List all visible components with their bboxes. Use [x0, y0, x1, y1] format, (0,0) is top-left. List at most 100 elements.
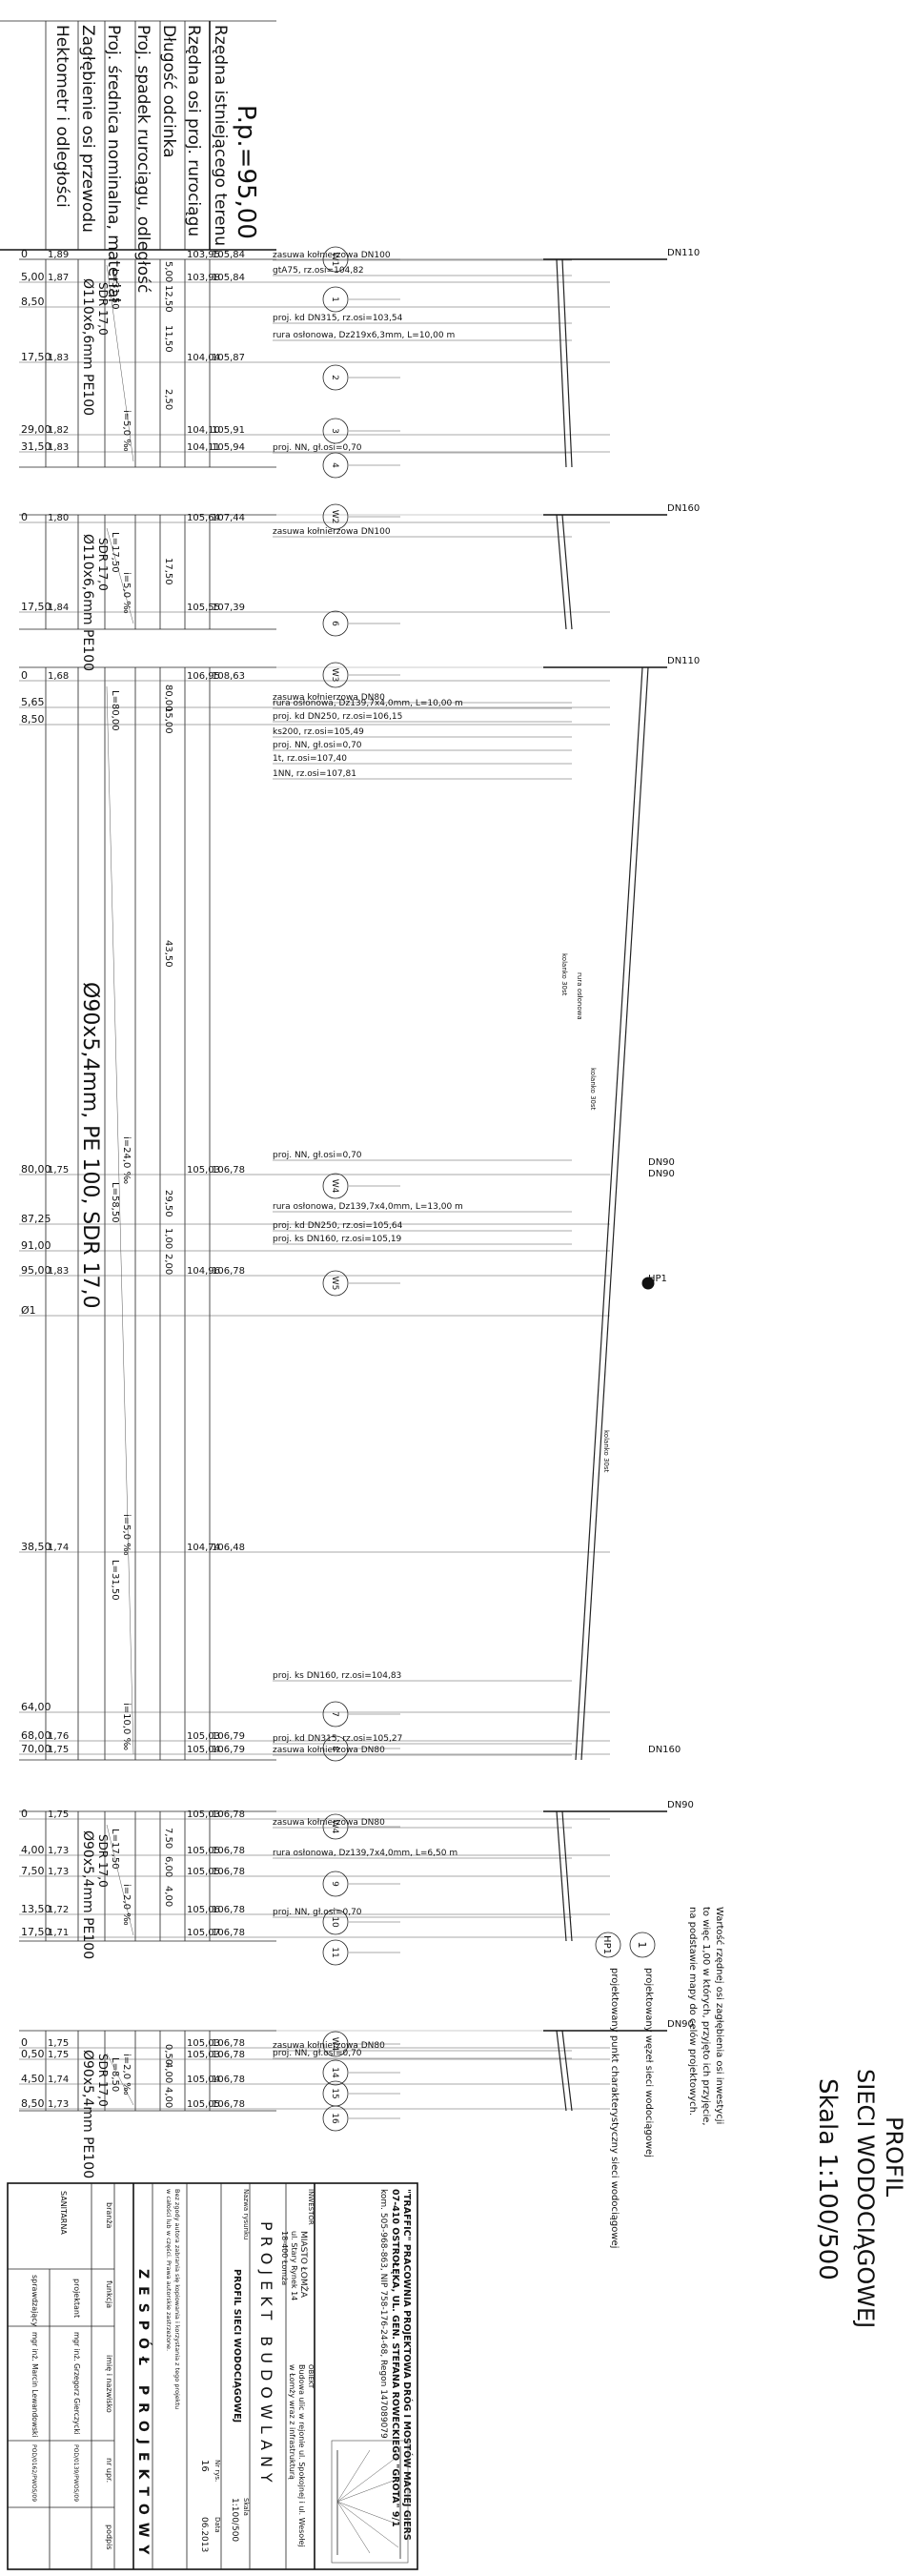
seg5-node-label-0: W4	[330, 2037, 339, 2052]
team-row-2-role: sprawdzający	[30, 2275, 39, 2327]
seg5-station-label-3: 8,50	[21, 2097, 45, 2110]
legend-label-hectometer: Hektometr i odległości	[52, 25, 71, 208]
object-caption: OBIEKT	[307, 2364, 315, 2389]
team-header-signature: podpis	[105, 2525, 113, 2550]
seg5-slope-value: i=2,0 ‰	[121, 2054, 132, 2096]
seg1-annotation-4: proj. NN, gł.osi=0,70	[273, 443, 362, 453]
seg1-terrain-value-4: 105,91	[212, 425, 245, 436]
seg3-annotation-11: proj. ks DN160, rz.osi=104,83	[273, 1671, 401, 1681]
seg3-terrain-value-0: 108,63	[212, 671, 245, 682]
seg4-node-label-2: 10	[330, 1916, 339, 1928]
legend-label-length: Długość odcinka	[159, 25, 178, 158]
seg3-annotation-2: proj. kd DN250, rz.osi=106,15	[273, 712, 402, 722]
seg1-length-value-0: 5,00	[163, 261, 173, 282]
seg3-depth-value-8: 1,74	[48, 1543, 69, 1553]
seg1-pipe-line-lower	[556, 258, 567, 468]
seg1-pipe-line-upper	[561, 258, 573, 468]
seg2-length-value-0: 17,50	[163, 558, 173, 585]
seg1-slope-length: L=31,50	[110, 269, 120, 310]
team-row-1-permit: POD/0139/PWOS/09	[72, 2444, 79, 2502]
number-value: 16	[199, 2460, 210, 2472]
seg3-node-circle-1	[322, 1173, 349, 1199]
seg1-depth-value-5: 1,83	[48, 442, 69, 453]
seg3-slope-length-b: L=58,50	[110, 1182, 120, 1223]
seg2-slope-line	[106, 527, 134, 624]
profile-title: PROFIL	[881, 2116, 907, 2198]
seg4-station-label-3: 13,50	[21, 1903, 51, 1915]
seg3-node-circle-0	[322, 662, 349, 688]
seg2-depth-value-1: 1,84	[48, 603, 69, 613]
seg1-node-label-4: 4	[330, 462, 339, 468]
seg3-axis-value-10: 105,03	[187, 1731, 220, 1742]
seg1-axis-value-5: 104,11	[187, 442, 220, 453]
seg3-annotation-5: 1t, rz.osi=107,40	[273, 754, 347, 764]
seg5-station-label-0: 0	[21, 2036, 28, 2049]
seg3-right-label-0: DN90	[648, 1157, 675, 1168]
seg3-node-label-3: 7	[330, 1711, 339, 1717]
seg4-station-label-2: 7,50	[21, 1865, 45, 1877]
seg4-slope-value: i=2,0 ‰	[121, 1884, 132, 1926]
seg3-depth-value-0: 1,68	[48, 671, 69, 682]
seg3-station-label-11: 70,00	[21, 1743, 51, 1755]
team-header-permit: nr upr.	[105, 2458, 113, 2483]
bridge-logo-icon	[331, 2440, 409, 2564]
seg4-slope-length: L=17,50	[110, 1829, 120, 1870]
seg4-depth-value-4: 1,71	[48, 1928, 69, 1938]
copyright-line-2: w całości lub w części. Prawa autorskie …	[165, 2189, 173, 2351]
seg3-annotation-10: proj. ks DN160, rz.osi=105,19	[273, 1235, 402, 1244]
seg5-station-label-2: 4,50	[21, 2073, 45, 2085]
seg2-sdr-label: SDR 17,0	[96, 538, 110, 591]
seg4-sdr-label: SDR 17,0	[96, 1834, 110, 1888]
seg3-station-label-9: 64,00	[21, 1701, 51, 1713]
scale-caption: Skala	[242, 2498, 250, 2516]
seg5-terrain-value-1: 106,78	[212, 2050, 245, 2060]
seg5-node-label-1: 14	[330, 2067, 339, 2078]
seg4-annotation-2: proj. NN, gł.osi=0,70	[273, 1908, 362, 1917]
seg3-station-label-7: Ø1	[21, 1304, 36, 1317]
seg2-station-label-1: 17,50	[21, 601, 51, 613]
seg2-slope-value: i=5,0 ‰	[121, 572, 132, 614]
seg2-top-connection-label: DN160	[667, 503, 700, 514]
company-line-1: "TRAFFIC" PRACOWNIA PROJEKTOWA DRÓG I MO…	[401, 2189, 413, 2541]
seg4-axis-value-3: 105,06	[187, 1905, 220, 1915]
seg3-pipe-line-lower	[575, 666, 643, 1761]
seg5-annotation-0: zasuwa kołnierzowa DN80	[273, 2041, 385, 2051]
seg3-slope-length: L=80,00	[110, 690, 120, 731]
seg4-node-label-0: W4	[330, 1820, 339, 1834]
seg5-diameter-label: Ø90x5,4mm PE100	[80, 2050, 95, 2178]
seg3-slope-value-1: i=24,0 ‰	[121, 1136, 132, 1184]
seg5-pipe-line-upper	[561, 2030, 573, 2112]
seg1-length-value-1: 12,50	[163, 285, 173, 313]
seg3-terrain-value-11: 106,79	[212, 1745, 245, 1755]
seg3-vertical-label-3: kolanko 30st	[602, 1430, 610, 1473]
seg3-node-label-4: 8	[330, 1746, 339, 1751]
seg3-terrain-value-10: 106,79	[212, 1731, 245, 1742]
seg5-annotation-1: proj. NN, gł.osi=0,70	[273, 2049, 362, 2058]
seg5-sdr-label: SDR 17,0	[96, 2054, 110, 2107]
seg3-slope-value-2: i=5,0 ‰	[121, 1514, 132, 1556]
seg2-diameter-label: Ø110x6,6mm PE100	[80, 534, 95, 671]
seg2-node-circle-0	[322, 503, 349, 530]
seg1-node-label-2: 2	[330, 375, 339, 380]
seg1-station-label-1: 5,00	[21, 271, 45, 283]
seg1-top-connection-label: DN110	[667, 248, 700, 258]
seg3-length-value-0: 80,00	[163, 685, 173, 712]
seg1-depth-value-0: 1,89	[48, 250, 69, 260]
seg3-vertical-label-1: rura osłonowa	[576, 972, 583, 1020]
title-block: "TRAFFIC" PRACOWNIA PROJEKTOWA DRÓG I MO…	[7, 2182, 418, 2570]
seg3-slope-line	[106, 685, 134, 1755]
seg3-terrain-value-6: 106,78	[212, 1266, 245, 1277]
seg1-diameter-label: Ø110x6,6mm PE100	[80, 278, 95, 416]
legend-label-slope: Proj. spadek rurociągu, odległość	[133, 25, 152, 293]
legend-label-depth: Zagłębienie osi przewodu	[78, 25, 97, 233]
note-line-1: Wartość rzędnej osi zagłębienia osi inwe…	[714, 1907, 725, 2124]
seg4-node-label-3: 11	[330, 1947, 339, 1957]
seg1-node-label-3: 3	[330, 428, 339, 434]
seg3-station-label-6: 95,00	[21, 1264, 51, 1277]
seg5-slope-line	[106, 2053, 134, 2106]
seg3-top-connection-label: DN110	[667, 656, 700, 666]
seg3-axis-value-8: 104,74	[187, 1543, 220, 1553]
seg3-node-label-0: W3	[330, 668, 339, 683]
seg1-depth-value-3: 1,83	[48, 353, 69, 363]
